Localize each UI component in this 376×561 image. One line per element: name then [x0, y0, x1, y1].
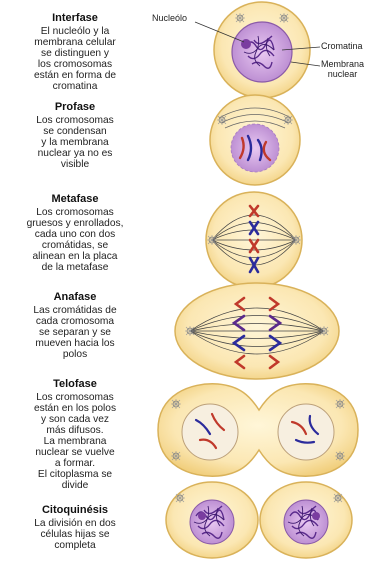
label-nucleolo: Nucleólo — [152, 14, 187, 24]
profase-cell — [210, 95, 300, 185]
citoquinesis-cell-right — [260, 482, 352, 558]
telofase-cell — [158, 384, 358, 476]
interfase-cell — [195, 2, 320, 98]
label-cromatina: Cromatina — [321, 42, 363, 52]
anafase-cell — [175, 283, 339, 379]
label-membrana-nuclear: Membrana nuclear — [321, 60, 364, 79]
metafase-cell — [206, 192, 302, 288]
citoquinesis-cell-left — [166, 482, 258, 558]
